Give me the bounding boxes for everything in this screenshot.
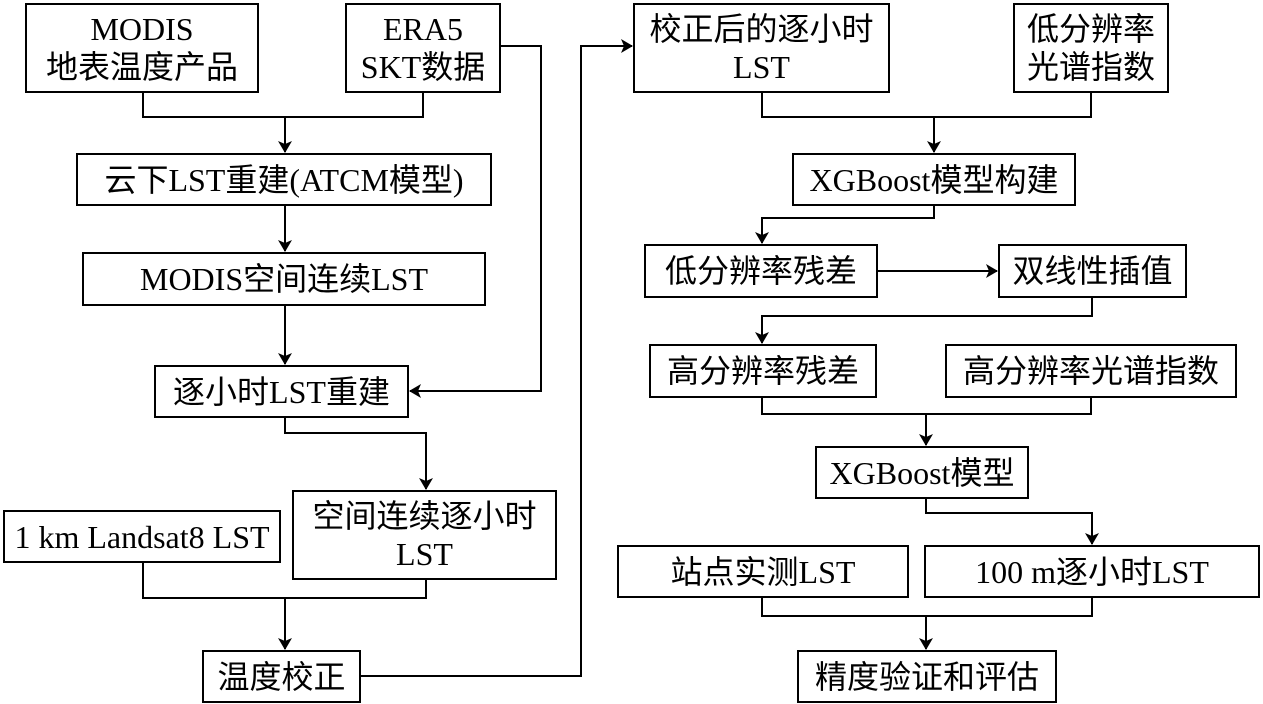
node-text: XGBoost模型 bbox=[829, 454, 1015, 491]
node-text: 双线性插值 bbox=[1012, 253, 1173, 289]
node-text: MODIS空间连续LST bbox=[139, 261, 429, 297]
node-text: XGBoost模型构建 bbox=[809, 161, 1059, 198]
arrow-to-spatial-hourly bbox=[284, 418, 433, 490]
merge-line-station-100m bbox=[761, 598, 1093, 617]
node-text: MODIS bbox=[90, 11, 194, 47]
node-landsat8-lst: 1 km Landsat8 LST bbox=[3, 510, 281, 563]
node-text: 空间连续逐小时 bbox=[312, 498, 537, 534]
merge-line-residual-index bbox=[761, 398, 1092, 415]
node-spatial-hourly-lst: 空间连续逐小时 LST bbox=[292, 490, 557, 580]
node-era5-skt: ERA5 SKT数据 bbox=[345, 3, 501, 93]
node-hourly-100m-lst: 100 m逐小时LST bbox=[924, 545, 1260, 598]
node-text: 地表温度产品 bbox=[45, 49, 238, 85]
node-modis-continuous: MODIS空间连续LST bbox=[82, 252, 486, 306]
node-text: 站点实测LST bbox=[670, 553, 856, 590]
arrow-era5-to-hourly-rebuild bbox=[409, 45, 542, 398]
arrow-to-high-res-residual bbox=[755, 298, 1093, 344]
node-modis-product: MODIS 地表温度产品 bbox=[25, 3, 259, 93]
node-cloud-rebuild: 云下LST重建(ATCM模型) bbox=[76, 153, 492, 206]
node-low-res-residual: 低分辨率残差 bbox=[644, 244, 878, 298]
node-text: 高分辨率残差 bbox=[666, 353, 859, 389]
node-text: LST bbox=[733, 49, 790, 85]
node-xgboost-model: XGBoost模型 bbox=[815, 446, 1029, 499]
node-text: SKT数据 bbox=[360, 49, 486, 85]
node-high-res-index: 高分辨率光谱指数 bbox=[945, 344, 1237, 398]
node-xgboost-build: XGBoost模型构建 bbox=[792, 153, 1076, 206]
node-corrected-hourly-lst: 校正后的逐小时 LST bbox=[633, 3, 890, 93]
arrow-to-low-res-residual bbox=[755, 206, 935, 244]
node-text: 云下LST重建(ATCM模型) bbox=[104, 161, 464, 198]
node-low-res-index: 低分辨率 光谱指数 bbox=[1013, 3, 1169, 93]
node-hourly-rebuild: 逐小时LST重建 bbox=[154, 365, 409, 418]
node-station-lst: 站点实测LST bbox=[617, 545, 909, 598]
node-accuracy-eval: 精度验证和评估 bbox=[797, 650, 1057, 703]
node-text: ERA5 bbox=[383, 11, 463, 47]
arrow-to-corrected-hourly bbox=[361, 39, 633, 677]
node-text: LST bbox=[396, 536, 453, 572]
node-text: 逐小时LST重建 bbox=[173, 373, 390, 410]
node-text: 低分辨率 bbox=[1026, 11, 1155, 47]
node-text: 高分辨率光谱指数 bbox=[962, 353, 1219, 389]
merge-line-corrected-lowres bbox=[761, 93, 1092, 118]
node-bilinear: 双线性插值 bbox=[998, 244, 1187, 298]
node-text: 光谱指数 bbox=[1026, 49, 1155, 85]
arrow-to-hourly-100m bbox=[925, 499, 1099, 545]
node-text: 校正后的逐小时 bbox=[649, 11, 874, 47]
node-text: 精度验证和评估 bbox=[814, 658, 1039, 695]
merge-line-modis-era5 bbox=[142, 93, 424, 118]
node-text: 1 km Landsat8 LST bbox=[14, 518, 270, 555]
node-temp-correction: 温度校正 bbox=[202, 650, 361, 703]
node-high-res-residual: 高分辨率残差 bbox=[649, 344, 877, 398]
node-text: 低分辨率残差 bbox=[664, 253, 857, 289]
node-text: 100 m逐小时LST bbox=[975, 553, 1209, 590]
node-text: 温度校正 bbox=[217, 658, 346, 695]
